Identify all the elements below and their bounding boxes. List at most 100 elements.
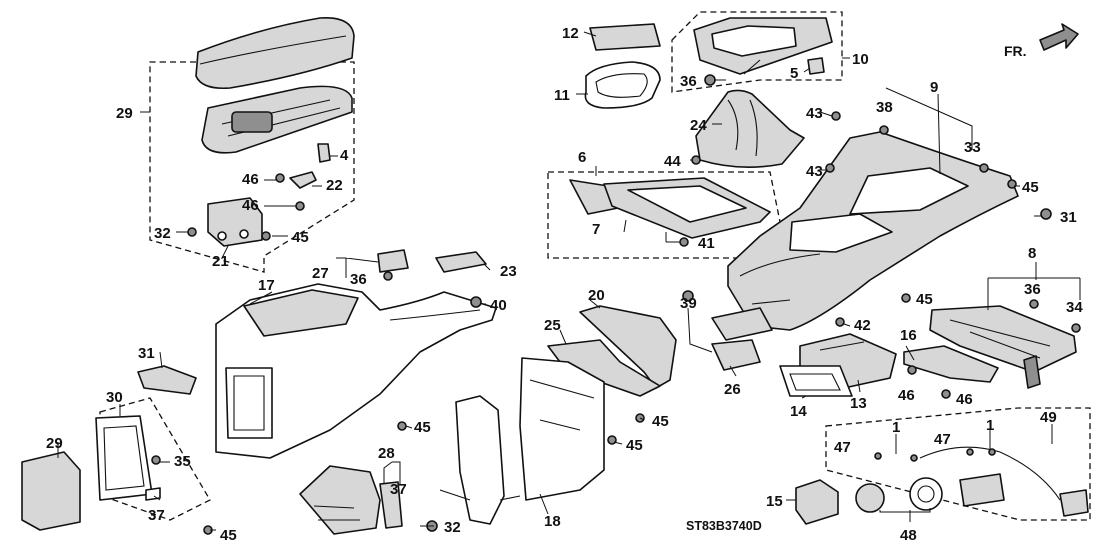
leader-lines bbox=[57, 31, 1081, 531]
callout-36-c: 36 bbox=[350, 271, 367, 288]
callout-45-d: 45 bbox=[220, 527, 237, 544]
callout-20: 20 bbox=[588, 287, 605, 304]
callout-4: 4 bbox=[340, 147, 349, 164]
callout-47-b: 47 bbox=[934, 431, 951, 448]
callout-44: 44 bbox=[664, 153, 681, 170]
callout-19: 29 bbox=[116, 105, 133, 122]
callout-38: 38 bbox=[876, 99, 893, 116]
socket-48 bbox=[855, 477, 943, 513]
clip-36-top bbox=[704, 74, 716, 86]
callout-45-e: 45 bbox=[414, 419, 431, 436]
callout-labels: 29 4 46 22 46 32 45 21 12 11 36 5 10 24 … bbox=[46, 25, 1083, 544]
cover-23 bbox=[435, 251, 487, 273]
accessory-group-outline bbox=[825, 407, 1091, 521]
center-console-main bbox=[711, 131, 1019, 341]
bezel-14 bbox=[779, 365, 853, 397]
callout-15: 15 bbox=[766, 493, 783, 510]
callout-34-a: 33 bbox=[964, 139, 981, 156]
callout-43-a: 43 bbox=[806, 105, 823, 122]
pin-4 bbox=[317, 143, 331, 163]
callout-11: 11 bbox=[554, 87, 570, 104]
callout-45-a: 45 bbox=[292, 229, 309, 246]
callout-45-c: 45 bbox=[916, 291, 933, 308]
bracket-26 bbox=[711, 339, 761, 371]
hinge-bracket-22 bbox=[289, 171, 317, 189]
clip-27 bbox=[377, 249, 409, 273]
callout-41: 41 bbox=[698, 235, 715, 252]
bracket-16 bbox=[903, 345, 999, 383]
lid-29 bbox=[21, 451, 81, 531]
callout-42: 42 bbox=[854, 317, 871, 334]
callout-46-c: 46 bbox=[898, 387, 915, 404]
console-plate bbox=[569, 177, 771, 239]
callout-29: 29 bbox=[46, 435, 63, 452]
callout-8: 8 bbox=[1028, 245, 1036, 262]
callout-30: 30 bbox=[106, 389, 123, 406]
callout-1-a: 1 bbox=[892, 419, 900, 436]
callout-32-b: 32 bbox=[444, 519, 461, 536]
callout-13: 13 bbox=[850, 395, 867, 412]
clip-5 bbox=[807, 57, 825, 75]
inner-bracket-18 bbox=[439, 357, 605, 525]
callout-49: 49 bbox=[1040, 409, 1057, 426]
callout-21: 21 bbox=[212, 253, 229, 270]
direction-label: FR. bbox=[1004, 43, 1027, 59]
callout-36-a: 36 bbox=[680, 73, 697, 90]
callout-28: 28 bbox=[378, 445, 395, 462]
armrest-group-outline bbox=[149, 61, 355, 273]
callout-39: 39 bbox=[680, 295, 697, 312]
callout-25: 25 bbox=[544, 317, 561, 334]
pocket-30 bbox=[95, 415, 153, 501]
bracket-20 bbox=[579, 305, 677, 389]
diagram-code: ST83B3740D bbox=[686, 519, 762, 533]
callout-36-d: 37 bbox=[148, 507, 165, 524]
wire-harness-49 bbox=[919, 446, 1089, 517]
callout-43-b: 43 bbox=[806, 163, 823, 180]
callout-36-b: 36 bbox=[1024, 281, 1041, 298]
callout-46-d: 46 bbox=[956, 391, 973, 408]
shift-boot bbox=[695, 89, 805, 168]
callout-32-a: 31 bbox=[1060, 209, 1077, 226]
callout-35: 35 bbox=[174, 453, 191, 470]
callout-27: 27 bbox=[312, 265, 329, 282]
callout-17: 17 bbox=[258, 277, 275, 294]
callout-12: 12 bbox=[562, 25, 579, 42]
callout-34-b: 34 bbox=[1066, 299, 1083, 316]
callout-7: 7 bbox=[592, 221, 600, 238]
shift-panel-group-outline bbox=[671, 11, 843, 93]
front-direction-arrow: FR. bbox=[1004, 23, 1079, 59]
callout-16: 16 bbox=[900, 327, 917, 344]
callout-45-f: 45 bbox=[652, 413, 669, 430]
callout-48: 48 bbox=[900, 527, 917, 544]
callout-6: 6 bbox=[578, 149, 586, 166]
callout-23: 23 bbox=[500, 263, 517, 280]
armrest-hinge bbox=[207, 197, 263, 247]
callout-24: 24 bbox=[690, 117, 707, 134]
bracket-28 bbox=[299, 465, 403, 535]
armrest-lid bbox=[195, 17, 355, 154]
callout-31: 31 bbox=[138, 345, 155, 362]
fasteners bbox=[151, 111, 1081, 535]
callout-22: 22 bbox=[326, 177, 343, 194]
callout-1-b: 1 bbox=[986, 417, 994, 434]
rear-bracket-assembly bbox=[929, 305, 1077, 389]
callout-45-b: 45 bbox=[1022, 179, 1039, 196]
callout-5: 5 bbox=[790, 65, 798, 82]
callout-45-g: 45 bbox=[626, 437, 643, 454]
bracket-31 bbox=[137, 365, 197, 395]
callout-33: 32 bbox=[154, 225, 171, 242]
callout-47-a: 47 bbox=[834, 439, 851, 456]
callout-37: 37 bbox=[390, 481, 407, 498]
callout-10: 10 bbox=[852, 51, 869, 68]
shift-panel bbox=[693, 17, 833, 75]
clip-36-lower bbox=[145, 487, 161, 501]
bezel-15 bbox=[795, 479, 839, 525]
lower-console-body bbox=[215, 283, 497, 459]
label-sticker bbox=[589, 23, 661, 51]
callout-26: 26 bbox=[724, 381, 741, 398]
callout-46-b: 46 bbox=[242, 197, 259, 214]
callout-18: 18 bbox=[544, 513, 561, 530]
callout-9: 9 bbox=[930, 79, 938, 96]
callout-14: 14 bbox=[790, 403, 807, 420]
